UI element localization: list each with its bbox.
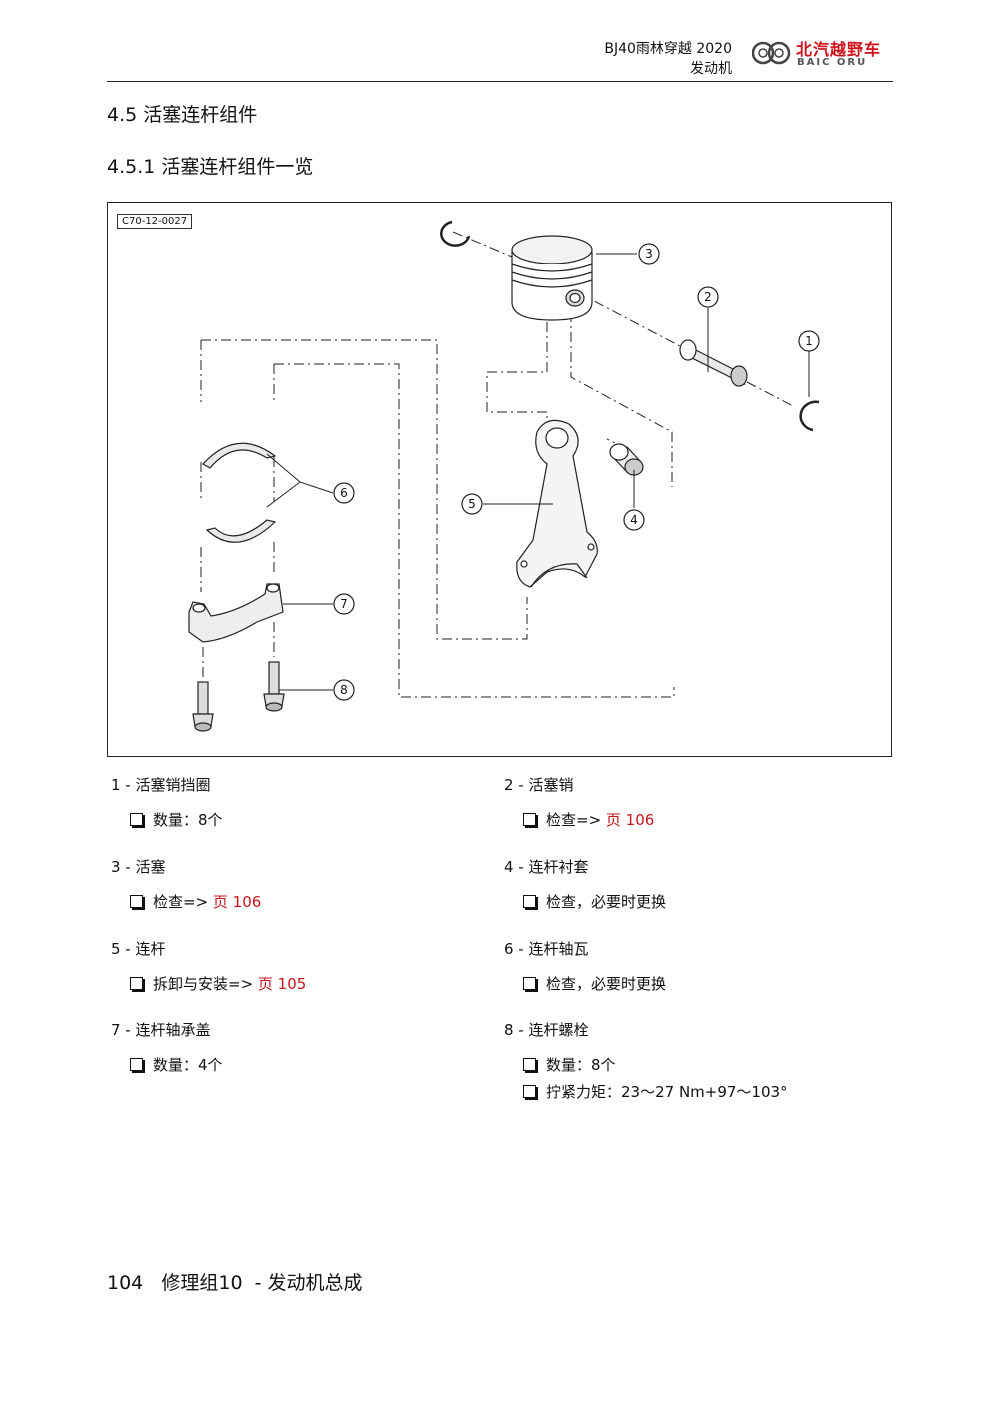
callout-label-7: 7	[340, 597, 348, 611]
part-check-5: 拆卸与安装=> 页 105	[130, 973, 306, 994]
figure-reference: C70-12-0027	[117, 214, 193, 229]
exploded-diagram: 1 2 3 4 5 6 7 8	[188, 220, 820, 732]
checkbox-icon	[523, 1058, 536, 1071]
brand-name-cn: 北汽越野车	[796, 40, 882, 59]
part-check-8b: 拧紧力矩：23～27 Nm+97～103°	[523, 1081, 788, 1102]
callout-5	[461, 493, 483, 515]
part-title-5: 5 - 连杆	[111, 940, 166, 958]
callout-4	[623, 509, 645, 531]
callout-7	[333, 593, 355, 615]
part-check-4: 检查，必要时更换	[523, 891, 666, 912]
checkbox-icon	[523, 895, 536, 908]
page-footer: 104 修理组10 - 发动机总成	[107, 1272, 363, 1294]
page-link-105[interactable]: 页 105	[257, 975, 307, 993]
callout-3	[638, 243, 660, 265]
page-link-106[interactable]: 页 106	[212, 893, 262, 911]
checkbox-icon	[130, 1058, 143, 1071]
callout-markers	[333, 243, 820, 701]
part-check-1: 数量：8个	[130, 809, 223, 830]
checkbox-icon	[130, 813, 143, 826]
document-section: 发动机	[690, 61, 732, 77]
part-check-7: 数量：4个	[130, 1054, 223, 1075]
section-heading: 4.5 活塞连杆组件	[107, 104, 258, 126]
callout-label-5: 5	[468, 497, 476, 511]
callout-label-1: 1	[805, 334, 813, 348]
part-check-6: 检查，必要时更换	[523, 973, 666, 994]
part-title-7: 7 - 连杆轴承盖	[111, 1021, 211, 1039]
checkbox-icon	[130, 895, 143, 908]
header-rule	[107, 81, 893, 82]
part-title-2: 2 - 活塞销	[504, 776, 574, 794]
checkbox-icon	[523, 977, 536, 990]
callout-label-6: 6	[340, 486, 348, 500]
part-check-8a: 数量：8个	[523, 1054, 616, 1075]
brand-name-en: BAIC ORU	[797, 57, 868, 68]
callout-label-8: 8	[340, 683, 348, 697]
callout-6	[333, 482, 355, 504]
subsection-heading: 4.5.1 活塞连杆组件一览	[107, 156, 314, 178]
part-title-6: 6 - 连杆轴瓦	[504, 940, 589, 958]
part-title-4: 4 - 连杆衬套	[504, 858, 589, 876]
part-check-2: 检查=> 页 106	[523, 809, 654, 830]
callout-label-3: 3	[645, 247, 653, 261]
part-title-8: 8 - 连杆螺栓	[504, 1021, 589, 1039]
part-title-3: 3 - 活塞	[111, 858, 166, 876]
part-check-3: 检查=> 页 106	[130, 891, 261, 912]
page-link-106[interactable]: 页 106	[605, 811, 655, 829]
callout-1	[798, 330, 820, 352]
clip-top	[440, 220, 471, 247]
part-title-1: 1 - 活塞销挡圈	[111, 776, 211, 794]
checkbox-icon	[523, 813, 536, 826]
brand-logo-icon	[752, 41, 791, 65]
callout-label-2: 2	[704, 290, 712, 304]
exploded-view-figure	[107, 202, 892, 757]
document-model: BJ40雨林穿越 2020	[604, 41, 732, 57]
callout-2	[697, 286, 719, 308]
callout-label-4: 4	[630, 513, 638, 527]
checkbox-icon	[523, 1085, 536, 1098]
checkbox-icon	[130, 977, 143, 990]
callout-8	[333, 679, 355, 701]
